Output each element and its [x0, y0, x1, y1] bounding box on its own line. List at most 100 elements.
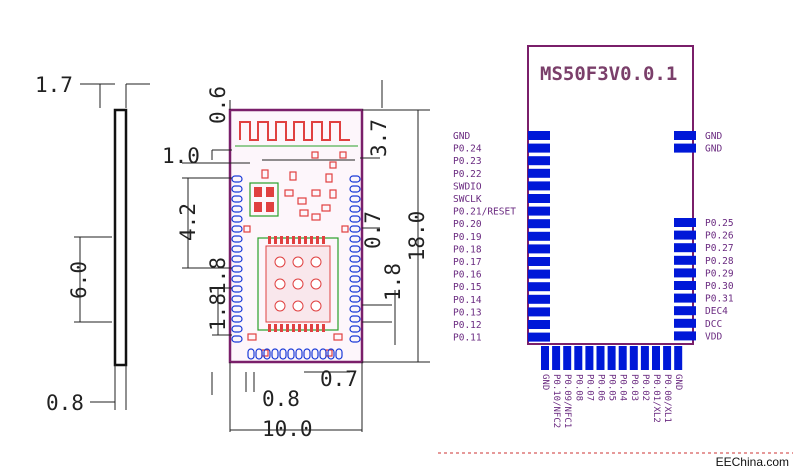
left-pin-pad	[528, 181, 550, 191]
side-profile	[113, 108, 128, 367]
right-pins: GND GND P0.25P0.26P0.27P0.28P0.29P0.30P0.3…	[674, 131, 734, 342]
left-pin-label: P0.23	[453, 156, 482, 167]
right-castellations	[349, 175, 361, 343]
dim-label: 0.6	[206, 86, 230, 124]
right-pin-pad	[674, 306, 696, 316]
left-pin-pad	[528, 156, 550, 166]
left-pin-pad	[528, 332, 550, 342]
right-pin-label: P0.25	[705, 218, 734, 229]
right-pin-pad	[674, 230, 696, 240]
dim-label: 1.8	[206, 257, 230, 295]
left-pin-label: P0.19	[453, 232, 482, 243]
dim-label: 10.0	[262, 417, 313, 441]
left-pin-label: P0.16	[453, 270, 482, 281]
left-pin-label: P0.12	[453, 320, 482, 331]
left-pin-pad	[528, 206, 550, 216]
right-pin-pad	[674, 131, 696, 140]
right-pin-label: DCC	[705, 319, 722, 330]
right-pin-pad	[674, 331, 696, 341]
bottom-pin-label: P0.08	[573, 374, 583, 401]
bottom-pin-label: P0.09/NFC1	[562, 374, 572, 428]
dim-label: 0.8	[262, 387, 300, 411]
right-pin-pad	[674, 243, 696, 253]
left-pin-label: GND	[453, 131, 470, 142]
bottom-pin-pad	[585, 346, 594, 370]
left-pin-label: SWDIO	[453, 181, 482, 192]
bottom-pin-pad	[618, 346, 627, 370]
left-pin-pad	[528, 307, 550, 317]
right-pin-pad	[674, 293, 696, 303]
dim-label: 0.7	[361, 211, 385, 249]
left-pin-pad	[528, 269, 550, 279]
pcb-top-view: 0.6 1.0 4.2 1.8 1.8 0.8 10.0 3.7 0.7 18.…	[162, 80, 430, 441]
dim-label: 3.7	[367, 119, 391, 157]
left-pin-pad	[528, 257, 550, 266]
bottom-pin-pad	[596, 346, 605, 370]
bottom-pin-label: P0.00/XL1	[662, 374, 672, 423]
left-pin-label: P0.15	[453, 282, 482, 293]
right-pin-label: VDD	[705, 331, 722, 342]
bottom-pin-label: P0.06	[596, 374, 606, 401]
soc-top-pads	[268, 236, 325, 332]
dim-label: 1.8	[381, 263, 405, 301]
pcb-dimension-lines	[182, 80, 430, 432]
right-pin-label: GND	[705, 131, 722, 142]
left-pin-pad	[528, 231, 550, 241]
right-pin-pad	[674, 281, 696, 290]
left-pin-pad	[528, 131, 550, 140]
left-pins: GNDP0.24P0.23P0.22SWDIOSWCLKP0.21/RESETP…	[453, 131, 550, 344]
right-pin-pad	[674, 218, 696, 227]
dim-label: 0.8	[46, 391, 84, 415]
right-pin-label: P0.31	[705, 294, 734, 305]
dim-label: 6.0	[67, 261, 91, 299]
right-pin-label: P0.28	[705, 256, 734, 267]
dim-label: 1.8	[206, 293, 230, 331]
left-pin-label: P0.17	[453, 257, 482, 268]
left-pin-label: P0.24	[453, 144, 482, 155]
pcb-outline	[228, 108, 364, 364]
bottom-pin-label: P0.04	[618, 374, 628, 401]
dim-label: 0.7	[320, 367, 358, 391]
dim-label: 1.0	[162, 144, 200, 168]
right-pin-label: P0.30	[705, 281, 734, 292]
left-castellations	[231, 175, 243, 343]
left-pin-pad	[528, 143, 550, 153]
left-pin-label: P0.13	[453, 307, 482, 318]
right-pin-label: P0.27	[705, 243, 734, 254]
crystal	[249, 182, 279, 217]
right-pin-label: GND	[705, 144, 722, 155]
right-pin-pad	[674, 318, 696, 328]
bottom-pin-pad	[607, 346, 616, 370]
bottom-pin-label: P0.10/NFC2	[551, 374, 561, 428]
bottom-pin-pad	[574, 346, 583, 370]
watermark: EEChina.com	[715, 455, 789, 469]
dim-label: 1.7	[35, 73, 73, 97]
pinout-view: MS50F3V0.0.1 GNDP0.24P0.23P0.22SWDIOSWCL…	[438, 45, 793, 454]
bottom-pin-pad	[674, 346, 683, 370]
module-title: MS50F3V0.0.1	[540, 63, 677, 85]
left-pin-pad	[528, 282, 550, 292]
side-view: 1.7 6.0 0.8	[35, 73, 150, 415]
left-pin-pad	[528, 219, 550, 229]
soc-thermal-vias	[274, 256, 322, 312]
right-pin-label: P0.26	[705, 231, 734, 242]
left-pin-pad	[528, 244, 550, 254]
module-outline	[527, 45, 694, 345]
bottom-castellations	[247, 348, 343, 360]
bottom-pin-label: GND	[540, 374, 550, 390]
right-pin-pad	[674, 268, 696, 278]
left-pin-label: P0.14	[453, 295, 482, 306]
bottom-pin-label: P0.01/XL2	[651, 374, 661, 423]
left-pin-label: P0.21/RESET	[453, 207, 516, 218]
bottom-pin-pad	[640, 346, 649, 370]
bottom-pin-pad	[563, 346, 572, 370]
right-pin-pad	[674, 255, 696, 265]
left-pin-pad	[528, 294, 550, 304]
left-pin-label: P0.11	[453, 333, 482, 344]
right-pin-label: P0.29	[705, 268, 734, 279]
bottom-pin-label: P0.05	[607, 374, 617, 401]
dim-label: 18.0	[405, 211, 429, 262]
bottom-pin-pad	[663, 346, 672, 370]
left-pin-label: P0.20	[453, 219, 482, 230]
